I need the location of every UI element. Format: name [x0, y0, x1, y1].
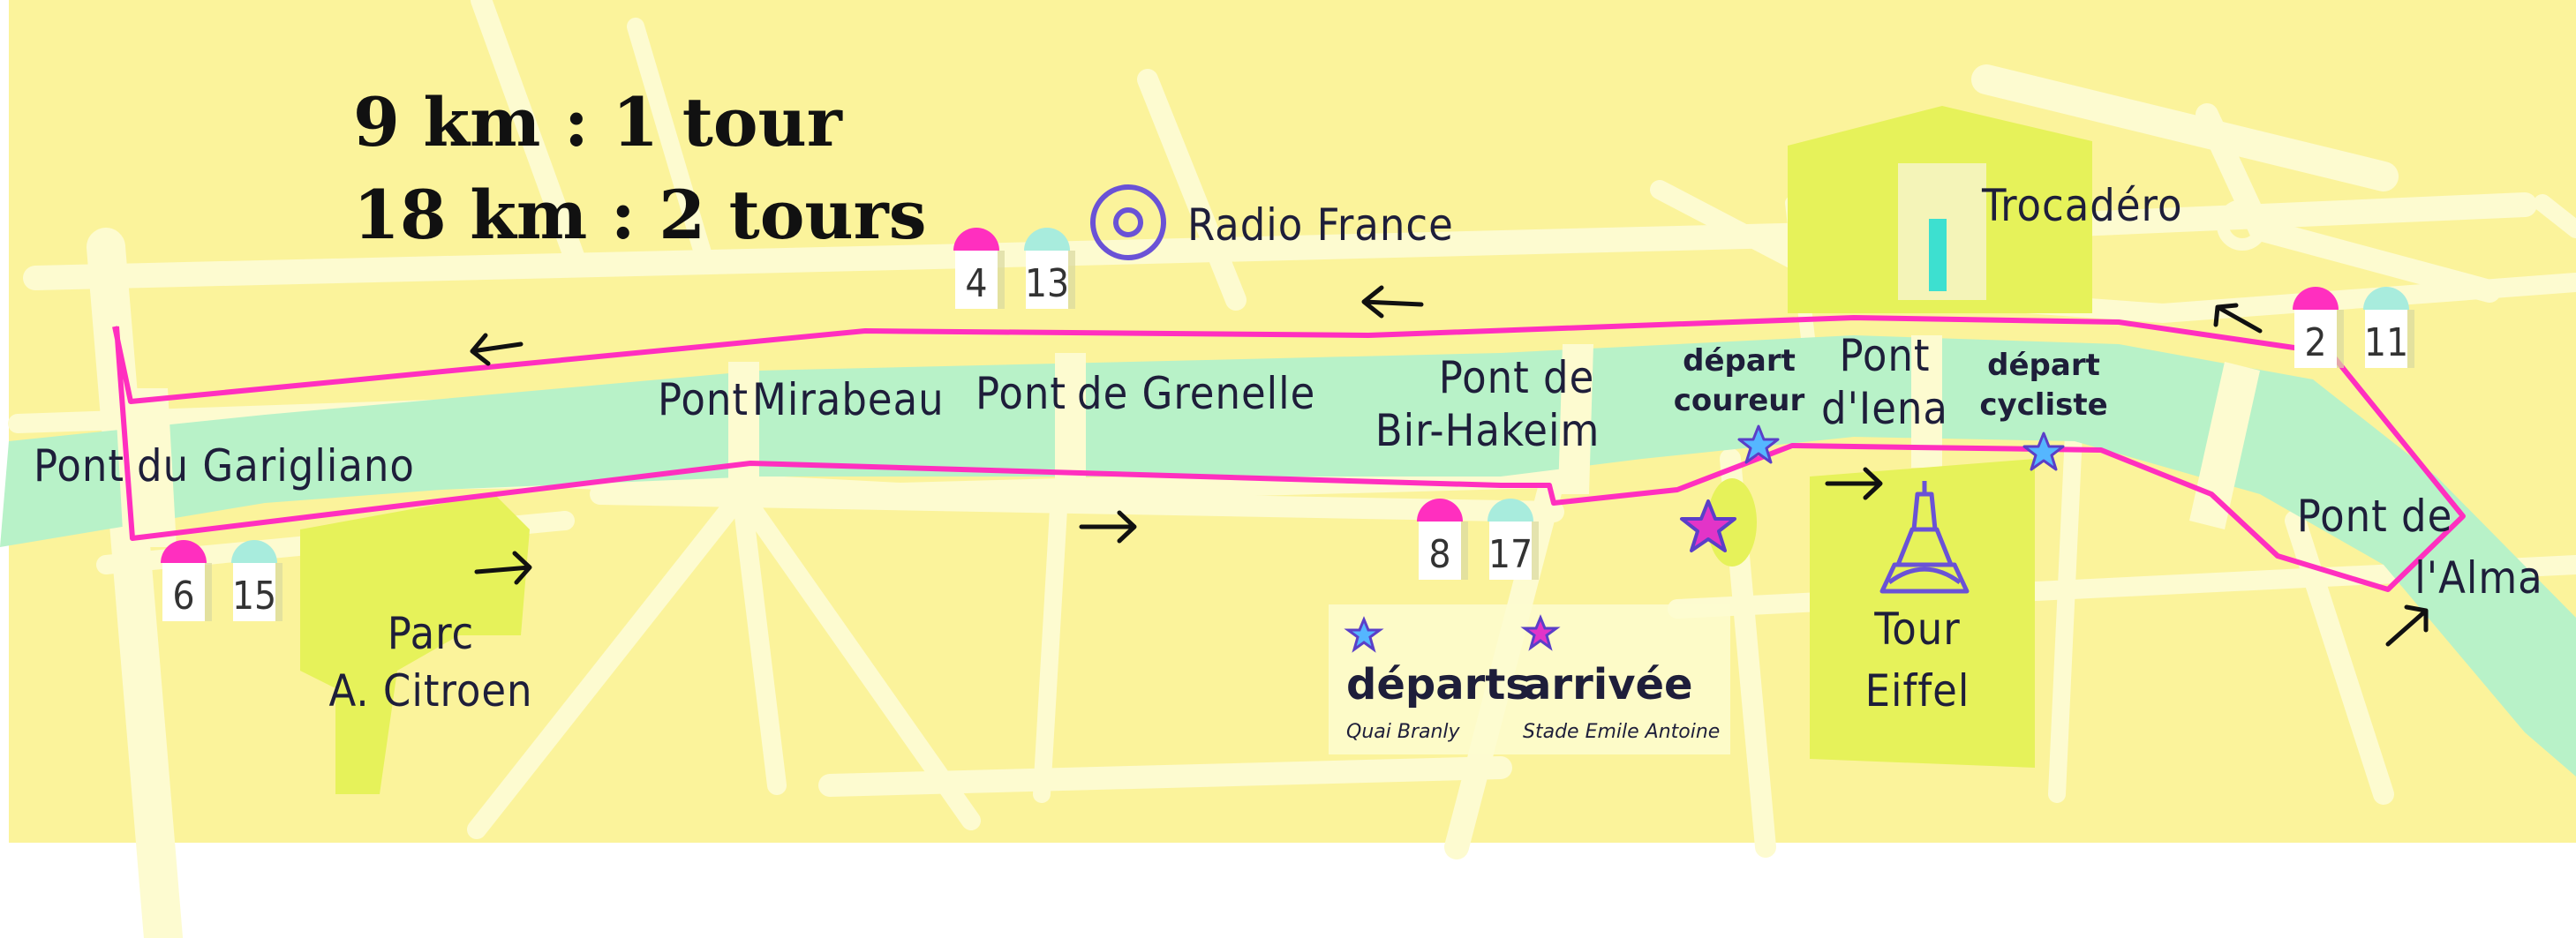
legend-arrivee: arrivée [1523, 660, 1693, 709]
metro-badge: 4 [953, 228, 1005, 309]
distance-one-lap: 9 km : 1 tour [353, 83, 843, 161]
metro-badge: 8 [1417, 499, 1468, 580]
transport-badges: 4 13 6 15 8 17 2 11 [161, 228, 2414, 621]
parc-andre-citroen-area [300, 494, 530, 794]
arrow-right-icon [1079, 510, 1137, 544]
trocadero-fountain [1929, 219, 1947, 291]
arrow-right-icon [474, 551, 532, 585]
tour-eiffel-label-line2: Eiffel [1865, 665, 1970, 717]
pont-alma-label-a: Pont de [2297, 491, 2453, 542]
bus-badge: 11 [2363, 287, 2414, 368]
finish-star-icon [1680, 499, 1736, 552]
radio-france-icon [1090, 184, 1166, 260]
pont-grenelle-label-a: Pont [975, 368, 1066, 419]
parc-label-line2: A. Citroen [328, 665, 532, 717]
metro-badge-number: 2 [2304, 320, 2326, 365]
bus-badge: 17 [1488, 499, 1539, 580]
seine-river [0, 335, 2576, 777]
metro-badge: 6 [161, 540, 212, 621]
bus-badge: 13 [1024, 228, 1075, 309]
eiffel-tower-icon [1879, 481, 1970, 594]
metro-badge: 2 [2293, 287, 2344, 368]
pont-bir-hakeim-label-b: Bir-Hakeim [1375, 405, 1601, 456]
parc-label-line1: Parc [388, 608, 475, 659]
race-route [112, 315, 2466, 592]
roundabout [2217, 199, 2268, 251]
legend-finish-star-icon [1520, 614, 1561, 651]
metro-badge-number: 8 [1428, 532, 1450, 577]
pont-garigliano-label-b: du Garigliano [137, 440, 415, 492]
bus-badge-number: 13 [1025, 261, 1069, 306]
pont-mirabeau-label-a: Pont [658, 374, 749, 425]
legend-departs-sub: Quai Branly [1346, 721, 1461, 743]
pont-grenelle-label-b: de Grenelle [1077, 368, 1315, 419]
arrow-left-icon [1361, 285, 1424, 319]
pont-iena-label-a: Pont [1840, 330, 1931, 381]
bus-badge-number: 15 [232, 574, 276, 619]
runner-start-label-a: départ [1683, 343, 1796, 379]
legend-departs: départs [1346, 660, 1531, 709]
arrow-left-icon [470, 333, 523, 366]
arrow-right-icon [1825, 467, 1883, 500]
pont-garigliano-label-a: Pont [34, 440, 124, 492]
legend-start-star-icon [1344, 616, 1384, 653]
tour-eiffel-label-line1: Tour [1873, 604, 1960, 655]
runner-start-star-icon [1737, 424, 1780, 464]
cyclist-start-label-a: départ [1987, 348, 2100, 383]
metro-badge-number: 4 [965, 261, 987, 306]
pont-alma-label-b: l'Alma [2414, 552, 2543, 604]
cyclist-start-star-icon [2022, 431, 2065, 471]
bridge-decks [115, 335, 2260, 547]
pont-iena-label-b: d'Iena [1821, 383, 1948, 434]
radio-france-label: Radio France [1187, 199, 1454, 251]
metro-badge-number: 6 [172, 574, 194, 619]
legend-arrivee-sub: Stade Emile Antoine [1523, 721, 1720, 743]
distance-two-laps: 18 km : 2 tours [353, 176, 927, 254]
bus-badge-number: 11 [2364, 320, 2408, 365]
champ-de-mars-area [1810, 459, 2035, 768]
trocadero-label: Trocadéro [1981, 180, 2182, 231]
bus-badge: 15 [231, 540, 282, 621]
bus-badge-number: 17 [1488, 532, 1533, 577]
cyclist-start-label-b: cycliste [1979, 387, 2107, 423]
direction-arrows [470, 285, 2429, 647]
pont-mirabeau-label-b: Mirabeau [752, 374, 945, 425]
arrow-up-right-icon [2385, 604, 2429, 647]
runner-start-label-b: coureur [1674, 383, 1805, 418]
arrow-up-left-icon [2213, 303, 2263, 334]
pont-bir-hakeim-label-a: Pont de [1439, 352, 1595, 403]
